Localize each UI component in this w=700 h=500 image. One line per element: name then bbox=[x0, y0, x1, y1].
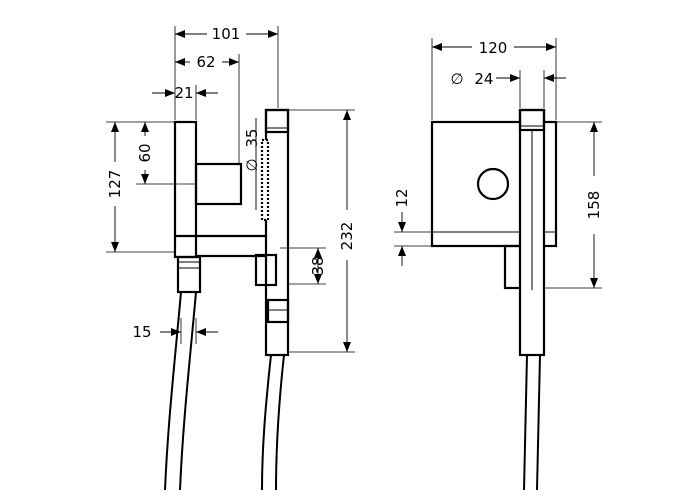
front-dimensions: 120 ∅ 24 12 158 bbox=[393, 38, 603, 289]
hand-shower-cap bbox=[264, 108, 290, 134]
dim-diameter-24: ∅ 24 bbox=[451, 70, 494, 88]
shower-connector bbox=[254, 253, 278, 287]
dim-120: 120 bbox=[479, 39, 508, 57]
dim-158: 158 bbox=[585, 191, 603, 220]
side-view bbox=[164, 108, 290, 491]
dim-diameter-35: ∅ 35 bbox=[243, 129, 261, 172]
hand-shower bbox=[264, 108, 290, 357]
front-wall-plate bbox=[430, 120, 558, 248]
hose-outlet bbox=[176, 255, 202, 294]
front-knob bbox=[476, 167, 510, 201]
dim-62: 62 bbox=[196, 53, 215, 71]
dim-21: 21 bbox=[174, 84, 193, 102]
hose-right bbox=[261, 354, 272, 491]
hose-left bbox=[164, 291, 182, 491]
dim-12: 12 bbox=[393, 188, 411, 207]
dim-101: 101 bbox=[212, 25, 241, 43]
diameter-symbol: ∅ bbox=[243, 158, 261, 171]
dim-127: 127 bbox=[106, 170, 124, 199]
bracket-arm bbox=[175, 234, 282, 258]
holder-block bbox=[194, 162, 243, 206]
dim-232: 232 bbox=[338, 222, 356, 251]
spray-nozzles bbox=[260, 138, 270, 222]
front-hose bbox=[523, 354, 528, 491]
dim-38: 38 bbox=[309, 256, 327, 275]
diameter-symbol-front: ∅ bbox=[451, 70, 464, 88]
front-view bbox=[430, 108, 558, 491]
dim-15: 15 bbox=[132, 323, 151, 341]
side-dimensions: 101 62 21 127 60 ∅ 35 232 bbox=[106, 25, 356, 353]
dim-60: 60 bbox=[136, 143, 154, 162]
front-bracket bbox=[503, 244, 523, 290]
